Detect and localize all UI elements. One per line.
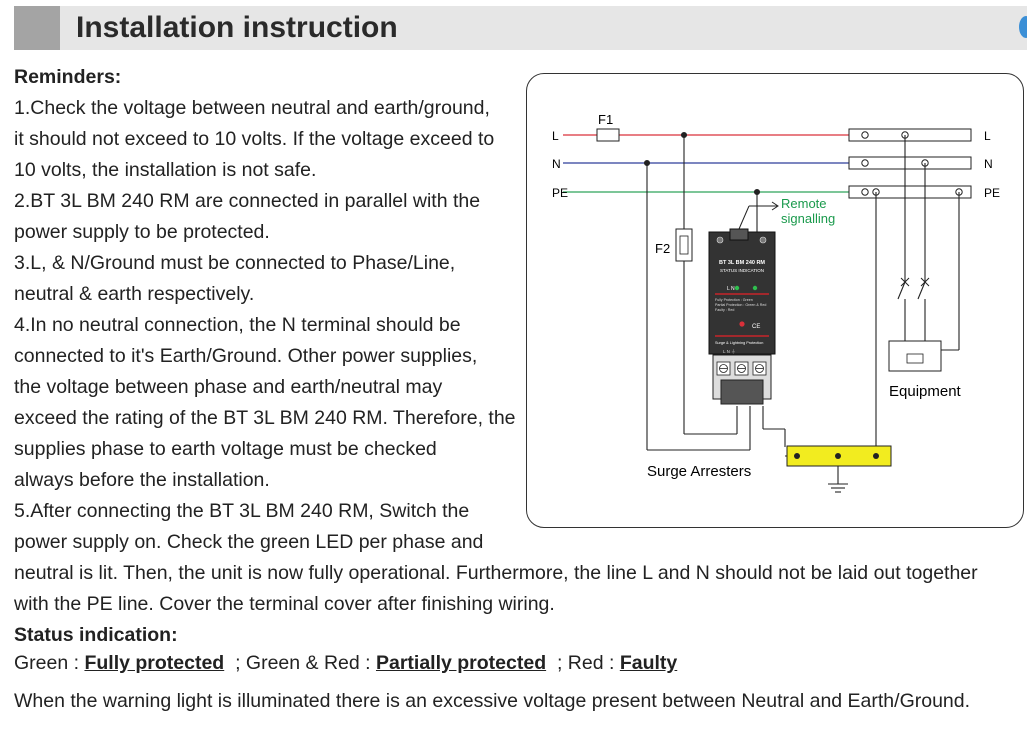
device-body [708,231,776,355]
wiring [643,131,960,493]
remote-label-2: signalling [781,211,835,226]
wiring-diagram-svg: F1 L N PE L N PE [552,112,1000,493]
reminder-line: 2.BT 3L BM 240 RM are connected in paral… [14,190,481,212]
reminder-line: neutral is lit. Then, the unit is now fu… [14,562,978,584]
status-heading: Status indication: [14,624,178,646]
corner-badge [1019,16,1027,38]
status-green-label: Green : [14,652,85,674]
remote-label-1: Remote [781,196,827,211]
equipment-inner [906,353,924,364]
device-brand: Surge & Lightning Protection [715,341,763,345]
device-legend-2: Partial Protection : Green & Red [715,303,766,307]
reminder-line: 4.In no neutral connection, the N termin… [14,314,461,336]
status-red-value: Faulty [619,652,678,674]
equipment-label: Equipment [889,383,962,400]
reminder-line: power supply to be protected. [14,221,270,243]
pe-label-right: PE [984,186,1000,200]
led-l [734,285,740,291]
warning-note: When the warning light is illuminated th… [14,690,971,712]
l-label-left: L [552,129,559,143]
reminder-line: 1.Check the voltage between neutral and … [14,97,490,119]
device-ce: CE [752,324,760,330]
reminder-line: with the PE line. Cover the terminal cov… [14,593,555,615]
status-green-red-value: Partially protected [375,652,547,674]
f1-label: F1 [598,112,613,127]
n-label-right: N [984,157,993,171]
surge-arresters-label: Surge Arresters [647,463,751,480]
fuse-f1 [596,128,620,142]
device-led-row: L N [727,286,735,292]
reminder-line: supplies phase to earth voltage must be … [14,438,437,460]
section-header: Installation instruction [14,6,1027,50]
status-separator: ; Red : [546,652,620,674]
remote-connector [729,228,749,241]
warning-led [739,321,745,327]
pe-label-left: PE [552,186,568,200]
led-n [752,285,758,291]
remote-arrow [738,201,779,230]
reminder-line: 10 volts, the installation is not safe. [14,159,317,181]
device-terminal-labels: L N ⏚ [723,348,736,354]
device-model: BT 3L BM 240 RM [719,260,765,266]
status-separator: ; Green & Red : [224,652,376,674]
reminders-heading: Reminders: [14,66,122,88]
f2-label: F2 [655,241,670,256]
wiring-diagram: F1 L N PE L N PE [526,73,1024,528]
reminder-line: it should not exceed to 10 volts. If the… [14,128,495,150]
terminal-blocks [848,128,972,199]
status-green-value: Fully protected [84,652,225,674]
reminder-line: always before the installation. [14,469,270,491]
status-indication-line: Green : Fully protected ; Green & Red : … [14,652,677,675]
page-title: Installation instruction [76,11,398,44]
device-legend-3: Faulty : Red [715,308,734,312]
reminder-line: power supply on. Check the green LED per… [14,531,484,553]
n-label-left: N [552,157,561,171]
din-clip [720,379,764,405]
fuse-f2 [675,228,693,262]
reminder-line: 5.After connecting the BT 3L BM 240 RM, … [14,500,470,522]
reminder-line: connected to it's Earth/Ground. Other po… [14,345,478,367]
reminder-line: exceed the rating of the BT 3L BM 240 RM… [14,407,516,429]
surge-protection-device: BT 3L BM 240 RM STATUS INDICATION L N Fu… [708,228,776,405]
l-label-right: L [984,129,991,143]
device-subtitle: STATUS INDICATION [720,268,764,273]
fuse-f2-element [679,235,689,255]
reminder-line: the voltage between phase and earth/neut… [14,376,443,398]
device-legend-1: Fully Protection : Green [715,298,753,302]
header-accent-block [14,6,60,50]
reminder-line: neutral & earth respectively. [14,283,255,305]
switch-crosses [900,277,930,287]
reminder-line: 3.L, & N/Ground must be connected to Pha… [14,252,456,274]
